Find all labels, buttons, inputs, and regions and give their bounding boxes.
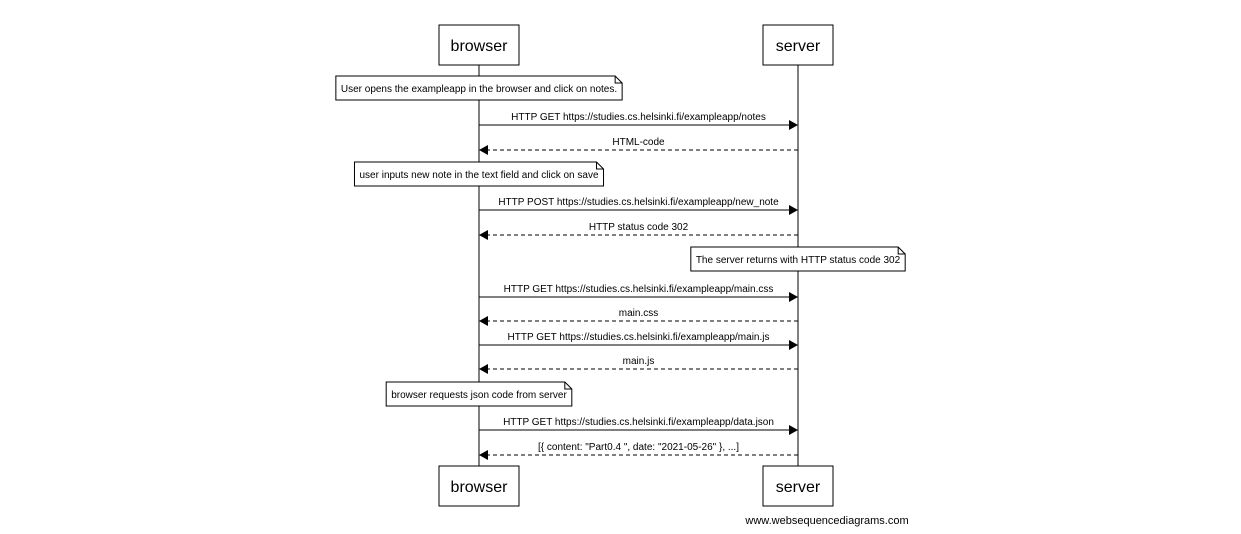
arrow-head [789, 120, 798, 130]
note-box [385, 381, 573, 407]
arrow-head [789, 340, 798, 350]
participants-top: browser server [438, 24, 834, 66]
message-label: [{ content: "Part0.4 ", date: "2021-05-2… [538, 442, 739, 453]
note-box [335, 75, 623, 101]
message-label: main.js [623, 356, 655, 367]
message: main.js [479, 356, 798, 374]
note-box [353, 161, 605, 187]
message: HTTP GET https://studies.cs.helsinki.fi/… [479, 332, 798, 350]
message-label: HTTP GET https://studies.cs.helsinki.fi/… [503, 417, 774, 428]
participant-server-top: server [762, 24, 834, 66]
arrow-head [479, 145, 488, 155]
message: HTTP GET https://studies.cs.helsinki.fi/… [479, 284, 798, 302]
message-label: HTML-code [612, 137, 665, 148]
participant-label: browser [451, 479, 509, 496]
message-label: HTTP GET https://studies.cs.helsinki.fi/… [504, 284, 774, 295]
participant-box [438, 465, 520, 507]
note: The server returns with HTTP status code… [690, 246, 906, 272]
message: main.css [479, 308, 798, 326]
participant-label: server [776, 479, 821, 496]
participant-box [762, 24, 834, 66]
message: HTTP GET https://studies.cs.helsinki.fi/… [479, 112, 798, 130]
arrow-head [789, 205, 798, 215]
arrow-head [479, 316, 488, 326]
message: HTTP POST https://studies.cs.helsinki.fi… [479, 197, 798, 215]
note-text: user inputs new note in the text field a… [359, 170, 598, 181]
message: HTML-code [479, 137, 798, 155]
arrow-head [479, 364, 488, 374]
message-label: HTTP POST https://studies.cs.helsinki.fi… [498, 197, 779, 208]
participant-label: browser [451, 38, 509, 55]
events: User opens the exampleapp in the browser… [335, 75, 906, 460]
note-fold [897, 247, 906, 255]
message: [{ content: "Part0.4 ", date: "2021-05-2… [479, 442, 798, 460]
note-fold [614, 76, 623, 84]
arrow-head [479, 450, 488, 460]
participant-box [762, 465, 834, 507]
participant-server-bottom: server [762, 465, 834, 507]
note: user inputs new note in the text field a… [353, 161, 605, 187]
participant-label: server [776, 38, 821, 55]
note: User opens the exampleapp in the browser… [335, 75, 623, 101]
note-text: User opens the exampleapp in the browser… [341, 84, 617, 95]
message-label: HTTP status code 302 [589, 222, 689, 233]
message-label: HTTP GET https://studies.cs.helsinki.fi/… [508, 332, 770, 343]
note-fold [564, 382, 572, 390]
note-box [690, 246, 906, 272]
message-label: main.css [619, 308, 658, 319]
note-text: The server returns with HTTP status code… [696, 255, 901, 266]
arrow-head [789, 292, 798, 302]
participant-browser-bottom: browser [438, 465, 520, 507]
note: browser requests json code from server [385, 381, 573, 407]
arrow-head [789, 425, 798, 435]
arrow-head [479, 230, 488, 240]
participants-bottom: browser server [438, 465, 834, 507]
message: HTTP GET https://studies.cs.helsinki.fi/… [479, 417, 798, 435]
message: HTTP status code 302 [479, 222, 798, 240]
watermark: www.websequencediagrams.com [744, 515, 908, 527]
participant-browser-top: browser [438, 24, 520, 66]
note-text: browser requests json code from server [391, 390, 567, 401]
message-label: HTTP GET https://studies.cs.helsinki.fi/… [511, 112, 766, 123]
participant-box [438, 24, 520, 66]
note-fold [596, 162, 604, 170]
